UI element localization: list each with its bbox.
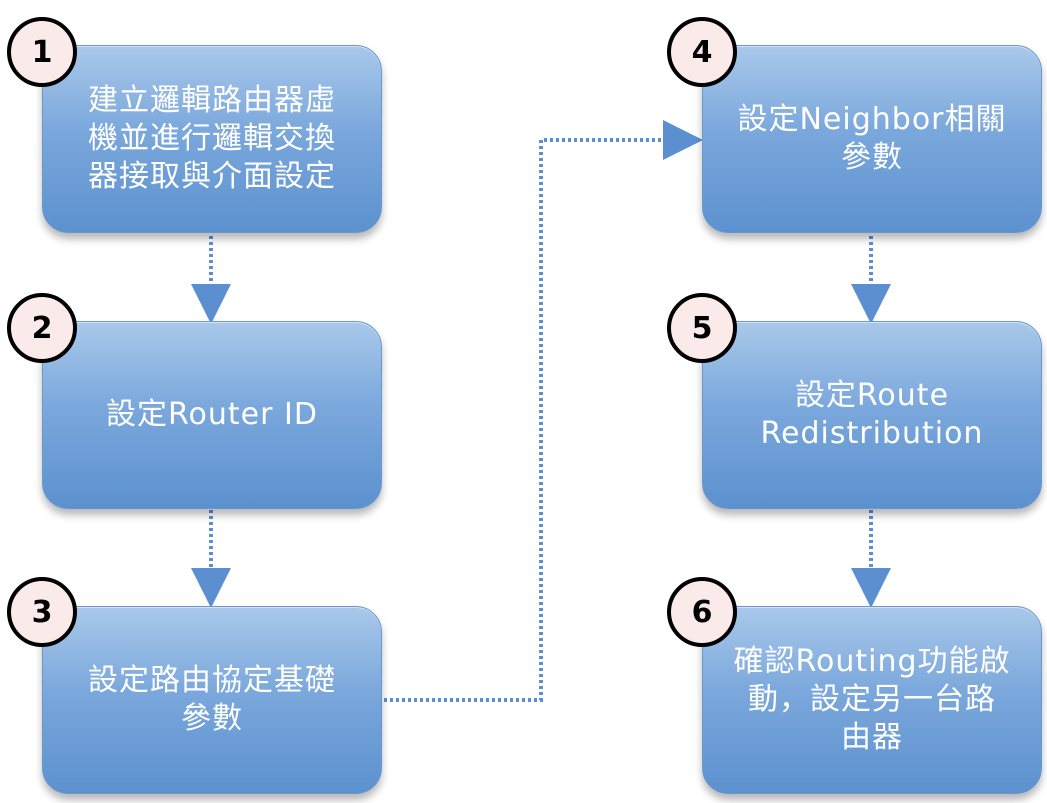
step-5-box: 設定Route Redistribution xyxy=(702,321,1042,509)
step-2-badge: 2 xyxy=(7,293,77,363)
step-2-box: 設定Router ID xyxy=(42,321,382,509)
step-1-box: 建立邏輯路由器虛 機並進行邏輯交換 器接取與介面設定 xyxy=(42,45,382,233)
step-4-badge: 4 xyxy=(667,17,737,87)
step-3-box: 設定路由協定基礎 參數 xyxy=(42,606,382,794)
step-3-badge: 3 xyxy=(7,577,77,647)
step-4-label: 設定Neighbor相關 參數 xyxy=(737,102,1007,175)
step-3-label: 設定路由協定基礎 參數 xyxy=(88,663,336,736)
step-5-label: 設定Route Redistribution xyxy=(760,378,984,451)
step-6-box: 確認Routing功能啟 動，設定另一台路 由器 xyxy=(702,606,1042,794)
step-6-label: 確認Routing功能啟 動，設定另一台路 由器 xyxy=(733,644,1011,755)
step-1-label: 建立邏輯路由器虛 機並進行邏輯交換 器接取與介面設定 xyxy=(88,83,336,194)
step-1-badge: 1 xyxy=(7,17,77,87)
step-4-box: 設定Neighbor相關 參數 xyxy=(702,45,1042,233)
step-6-badge: 6 xyxy=(667,577,737,647)
step-5-badge: 5 xyxy=(667,293,737,363)
arrow-3-to-4 xyxy=(384,120,703,702)
step-2-label: 設定Router ID xyxy=(106,397,318,432)
